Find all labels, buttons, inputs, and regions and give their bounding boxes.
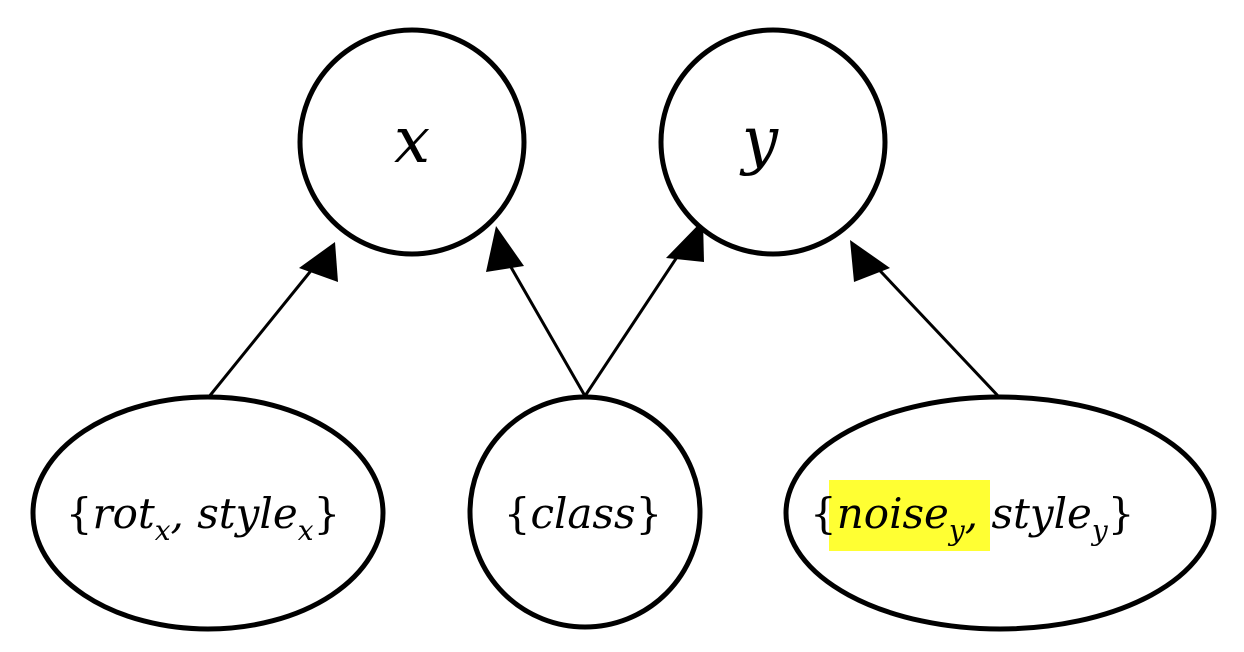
edge-noise-style-y-to-y (850, 240, 1002, 400)
arrowhead-icon (299, 242, 338, 282)
arrowhead-icon (850, 240, 890, 282)
node-x: x (297, 27, 527, 257)
arrowhead-icon (666, 220, 704, 262)
node-rot-style-x-label: {rotx, stylex} (66, 489, 340, 547)
edges (206, 220, 1002, 400)
node-x-label: x (394, 104, 430, 178)
edge-rot-style-x-to-x (206, 242, 338, 399)
edge-class-to-y (583, 220, 704, 397)
noise-highlight (829, 480, 990, 551)
node-noise-style-y-label: {noisey, styley} (810, 489, 1134, 547)
node-y: y (658, 27, 888, 257)
node-class: {class} (467, 394, 703, 630)
node-class-label: {class} (504, 489, 663, 538)
node-rot-style-x: {rotx, stylex} (30, 394, 386, 632)
arrowhead-icon (486, 226, 524, 272)
node-y-label: y (739, 104, 779, 178)
edge-class-to-x (486, 226, 587, 397)
node-noise-style-y: {noisey, styley} (783, 394, 1217, 632)
